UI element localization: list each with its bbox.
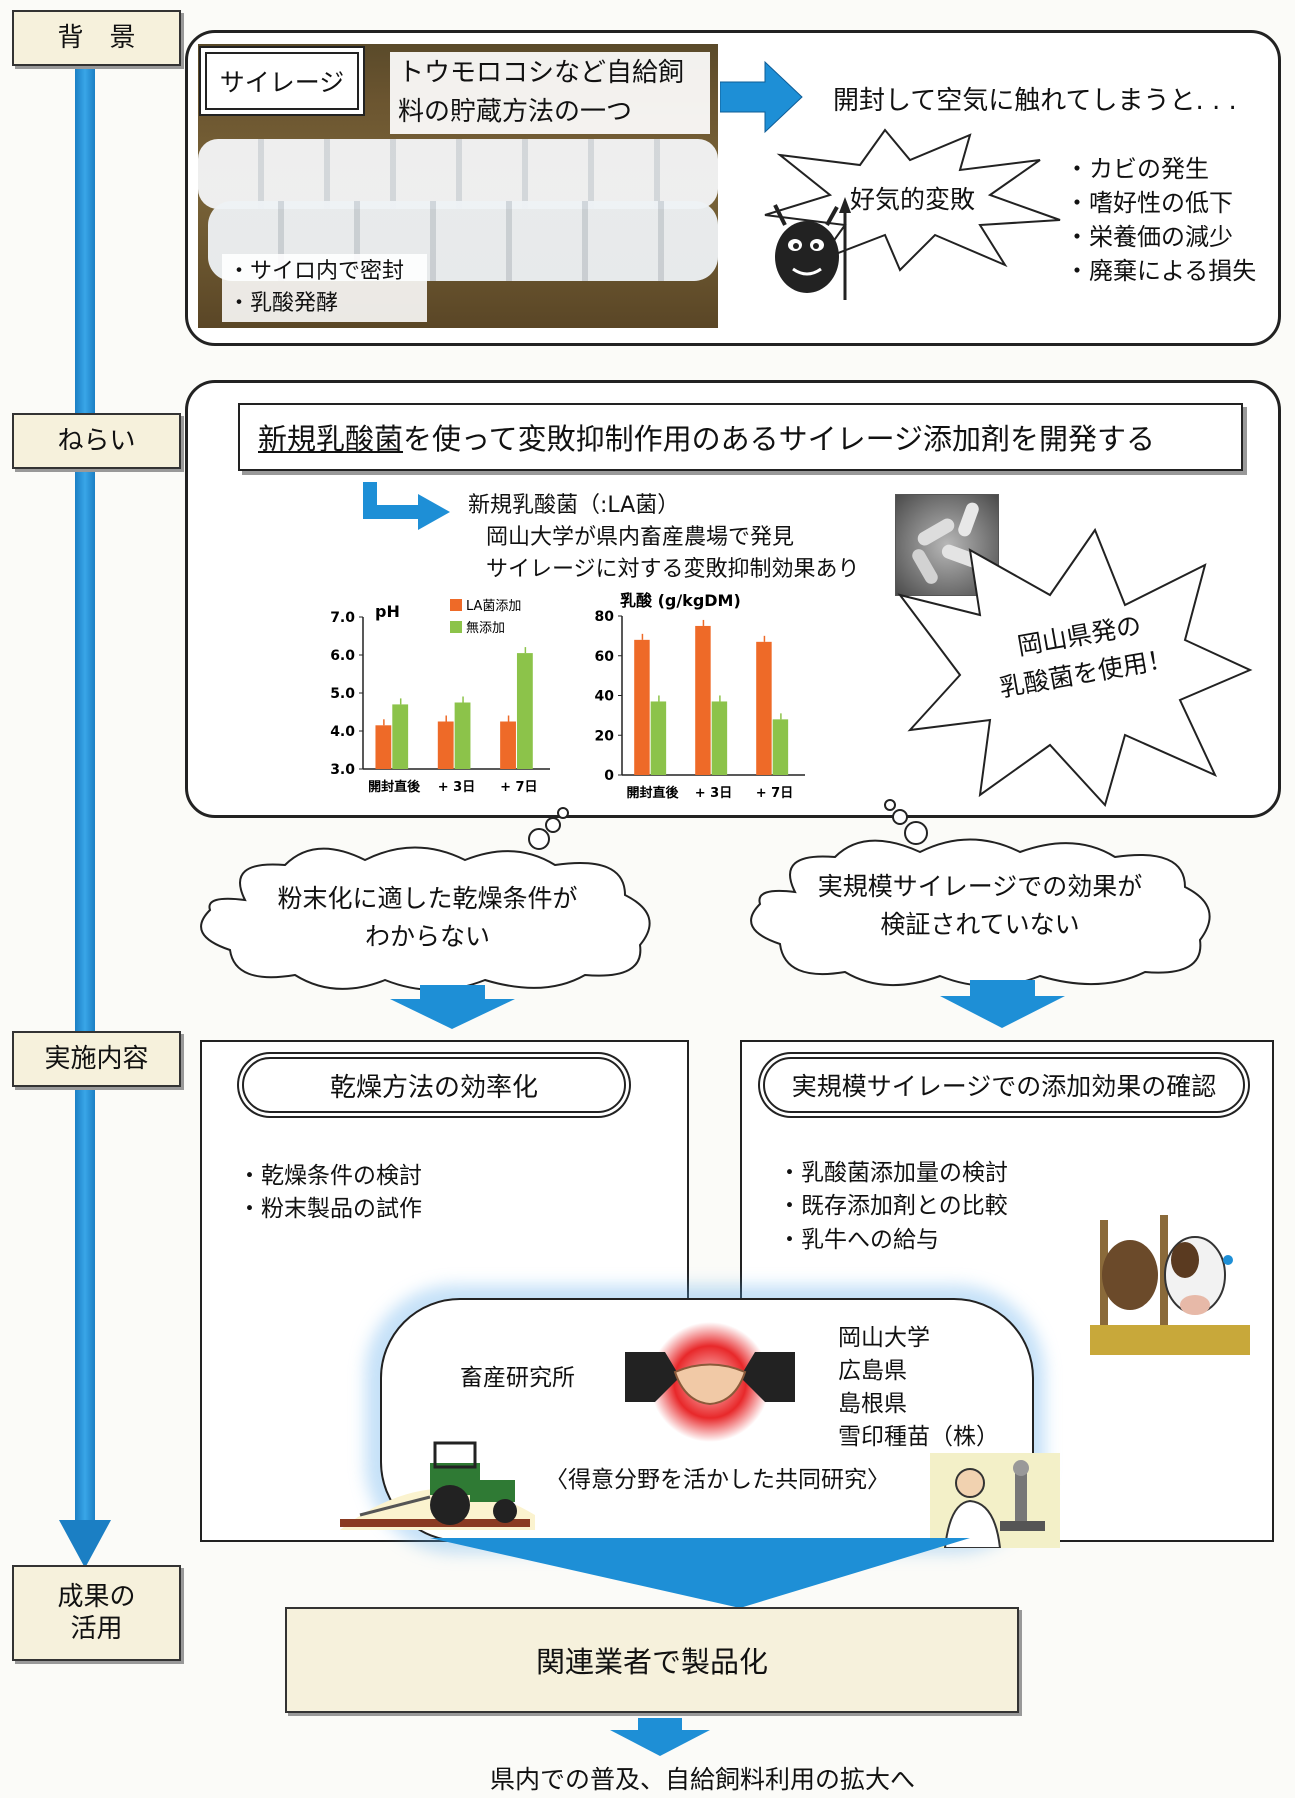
y-tick-label: 3.0	[330, 762, 355, 778]
category-label: + 7日	[756, 786, 793, 801]
collab-left: 畜産研究所	[460, 1365, 575, 1391]
silage-label-box: サイレージ	[205, 52, 359, 110]
category-label: 開封直後	[626, 785, 679, 801]
flow-arrow	[59, 50, 111, 1568]
y-tick-label: 0	[604, 768, 614, 784]
lactic-acid-chart: 乳酸 (g/kgDM) 0 20 40 60 80 開封直後 + 3日 + 7日	[595, 591, 805, 801]
left-items: ・乾燥条件の検討 ・粉末製品の試作	[238, 1160, 422, 1227]
bar	[437, 721, 454, 769]
scientist-icon	[930, 1453, 1060, 1548]
right-title: 実規模サイレージでの添加効果の確認	[763, 1057, 1245, 1113]
partner-item: 広島県	[838, 1357, 907, 1384]
list-item: ・乾燥条件の検討	[238, 1163, 422, 1189]
bar	[650, 701, 667, 775]
stage-result: 成果の活用	[12, 1565, 181, 1661]
right-arrow-icon	[720, 60, 803, 134]
y-tick-label: 20	[595, 728, 615, 744]
bar	[756, 641, 772, 775]
chart-title: pH	[375, 602, 400, 621]
stage-aim: ねらい	[12, 413, 181, 469]
result-box: 関連業者で製品化	[285, 1607, 1019, 1713]
merge-arrow	[430, 1538, 970, 1608]
partner-item: 雪印種苗（株）	[838, 1423, 999, 1450]
bar	[711, 701, 728, 775]
final-text: 県内での普及、自給飼料利用の拡大へ	[490, 1765, 916, 1794]
tractor-icon	[340, 1441, 535, 1530]
legend-label: LA菌添加	[466, 599, 521, 614]
list-item: ・乳牛への給与	[778, 1226, 939, 1253]
down-arrow-final	[610, 1718, 710, 1756]
left-title: 乾燥方法の効率化	[242, 1057, 626, 1113]
effect-item: ・栄養価の減少	[1065, 223, 1233, 252]
headline-rest: を使って変敗抑制作用のあるサイレージ添加剤を開発する	[403, 422, 1155, 456]
list-item: ・粉末製品の試作	[238, 1196, 422, 1223]
bar	[454, 702, 471, 769]
y-tick-label: 5.0	[330, 686, 355, 702]
y-tick-label: 4.0	[330, 724, 355, 740]
partner-item: 岡山大学	[838, 1325, 930, 1351]
category-label: + 7日	[500, 780, 537, 795]
y-tick-label: 60	[595, 649, 615, 665]
burst-text: 好気的変敗	[850, 185, 976, 214]
silage-description: トウモロコシなど自給飼 料の貯蔵方法の一つ	[390, 52, 710, 134]
effect-item: ・カビの発生	[1065, 155, 1209, 183]
cloud-left-text: 粉末化に適した乾燥条件が わからない	[277, 884, 578, 951]
chart-title: 乳酸 (g/kgDM)	[620, 591, 741, 610]
category-label: + 3日	[695, 786, 732, 801]
okayama-burst-icon	[897, 527, 1253, 807]
partner-item: 島根県	[838, 1390, 907, 1417]
bar	[500, 721, 516, 769]
cloud-right	[750, 838, 1211, 987]
bar	[695, 625, 711, 775]
bar	[392, 704, 409, 769]
stage-background: 背 景	[12, 10, 181, 66]
effect-item: ・廃棄による損失	[1065, 257, 1257, 286]
stage-content: 実施内容	[12, 1031, 181, 1087]
open-text: 開封して空気に触れてしまうと. . .	[833, 86, 1237, 116]
aim-note: 新規乳酸菌（:LA菌） 岡山大学が県内畜産農場で発見 サイレージに対する変敗抑制…	[468, 493, 860, 582]
effects-list: ・カビの発生 ・嗜好性の低下 ・栄養価の減少 ・廃棄による損失	[1065, 152, 1256, 288]
right-items: ・乳酸菌添加量の検討 ・既存添加剤との比較 ・乳牛への給与	[778, 1157, 1008, 1257]
bar	[772, 719, 789, 775]
y-tick-label: 80	[595, 609, 615, 625]
list-item: ・既存添加剤との比較	[778, 1193, 1008, 1220]
y-tick-label: 6.0	[330, 648, 355, 664]
legend-swatch	[450, 621, 462, 633]
cows-icon	[1090, 1200, 1250, 1355]
silage-bullets: ・サイロ内で密封 ・乳酸発酵	[222, 254, 427, 322]
bar	[516, 653, 533, 769]
y-tick-label: 7.0	[330, 610, 355, 626]
bar	[634, 639, 650, 775]
down-arrow-left	[390, 985, 515, 1029]
effect-item: ・嗜好性の低下	[1065, 189, 1233, 218]
collab-caption: 〈得意分野を活かした共同研究〉	[545, 1467, 890, 1493]
bent-arrow-icon	[363, 482, 450, 530]
cloud-right-text: 実規模サイレージでの効果が 検証されていない	[817, 872, 1143, 939]
category-label: 開封直後	[368, 779, 421, 795]
handshake-icon	[625, 1322, 795, 1442]
down-arrow-right	[940, 980, 1065, 1028]
legend-label: 無添加	[466, 621, 505, 636]
cloud-left	[200, 846, 651, 991]
legend-swatch	[450, 599, 462, 611]
y-tick-label: 40	[595, 689, 615, 705]
bar	[375, 725, 392, 769]
thought-bubbles-left	[528, 807, 569, 850]
aim-headline: 新規乳酸菌を使って変敗抑制作用のあるサイレージ添加剤を開発する	[238, 403, 1243, 471]
headline-underlined: 新規乳酸菌	[258, 422, 404, 456]
thought-bubbles-right	[884, 799, 928, 845]
category-label: + 3日	[438, 780, 475, 795]
collab-right: 岡山大学 広島県 島根県 雪印種苗（株）	[838, 1322, 999, 1454]
list-item: ・乳酸菌添加量の検討	[778, 1160, 1008, 1186]
germ-icon	[773, 197, 851, 300]
